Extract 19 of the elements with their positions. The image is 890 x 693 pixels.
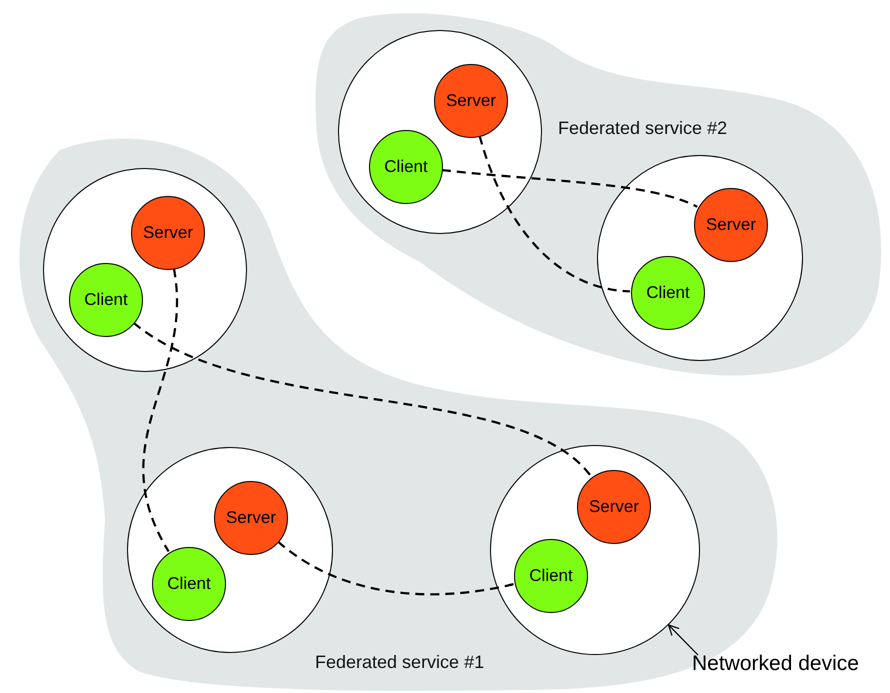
- dashed-connector: [442, 168, 698, 208]
- group-label: Federated service #2: [558, 118, 728, 139]
- client-node: Client: [514, 539, 588, 613]
- callout-label: Networked device: [692, 652, 859, 676]
- client-node: Client: [369, 130, 443, 204]
- client-node: Client: [152, 547, 226, 621]
- leader-arrow: [668, 624, 698, 656]
- group-label: Federated service #1: [315, 652, 484, 673]
- server-node: Server: [131, 196, 205, 270]
- server-node: Server: [694, 188, 768, 262]
- dashed-connector: [478, 135, 630, 292]
- server-node: Server: [214, 481, 288, 555]
- server-node: Server: [577, 470, 651, 544]
- dashed-connector: [277, 540, 514, 596]
- dashed-connector: [132, 322, 592, 478]
- client-node: Client: [631, 256, 705, 330]
- server-node: Server: [434, 64, 508, 138]
- dashed-connector: [142, 268, 178, 552]
- client-node: Client: [69, 263, 143, 337]
